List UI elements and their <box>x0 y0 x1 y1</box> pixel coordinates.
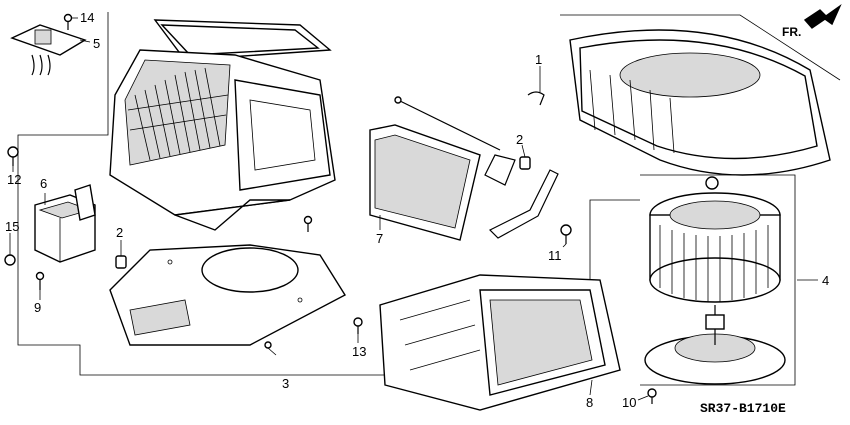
callout-15: 15 <box>5 219 19 234</box>
leader-lines <box>9 17 818 401</box>
callout-1: 1 <box>535 52 542 67</box>
callout-13: 13 <box>352 344 366 359</box>
screw-11 <box>647 388 657 404</box>
callout-2-left: 2 <box>116 225 123 240</box>
bolt-12 <box>560 224 572 244</box>
resistor-plate <box>10 24 87 76</box>
front-direction-arrow-icon <box>803 3 842 29</box>
screw-case <box>303 215 313 232</box>
callout-10: 14 <box>80 10 94 25</box>
bolt-13 <box>353 317 363 334</box>
clip-2-upper <box>519 156 531 170</box>
callout-3: 3 <box>282 376 289 391</box>
air-filter <box>369 96 501 241</box>
blower-upper-case <box>109 19 336 231</box>
link-rods <box>484 154 559 239</box>
callout-9: 9 <box>34 300 41 315</box>
bolt-14 <box>7 146 19 166</box>
callout-6: 6 <box>40 176 47 191</box>
callout-12: 11 <box>548 248 562 263</box>
callout-8: 8 <box>586 395 593 410</box>
screw-10 <box>63 13 73 30</box>
callout-4: 4 <box>822 273 829 288</box>
callout-11: 10 <box>622 395 636 410</box>
blower-fan <box>649 176 781 303</box>
clip-2-left <box>115 255 127 269</box>
diagram-code: SR37-B1710E <box>700 401 786 416</box>
callout-2-upper: 2 <box>516 132 523 147</box>
air-duct <box>379 274 621 411</box>
clip-1 <box>527 91 545 106</box>
assembly-frame <box>17 12 841 386</box>
nut-15 <box>4 254 16 266</box>
lower-cover <box>109 244 346 349</box>
front-direction-label: FR. <box>782 25 801 39</box>
blower-motor <box>644 305 786 385</box>
blower-housing <box>569 29 831 176</box>
callout-7: 7 <box>376 231 383 246</box>
recirc-actuator <box>34 184 96 263</box>
callout-14: 12 <box>7 172 21 187</box>
callout-5: 5 <box>93 36 100 51</box>
screw-9 <box>35 271 45 290</box>
